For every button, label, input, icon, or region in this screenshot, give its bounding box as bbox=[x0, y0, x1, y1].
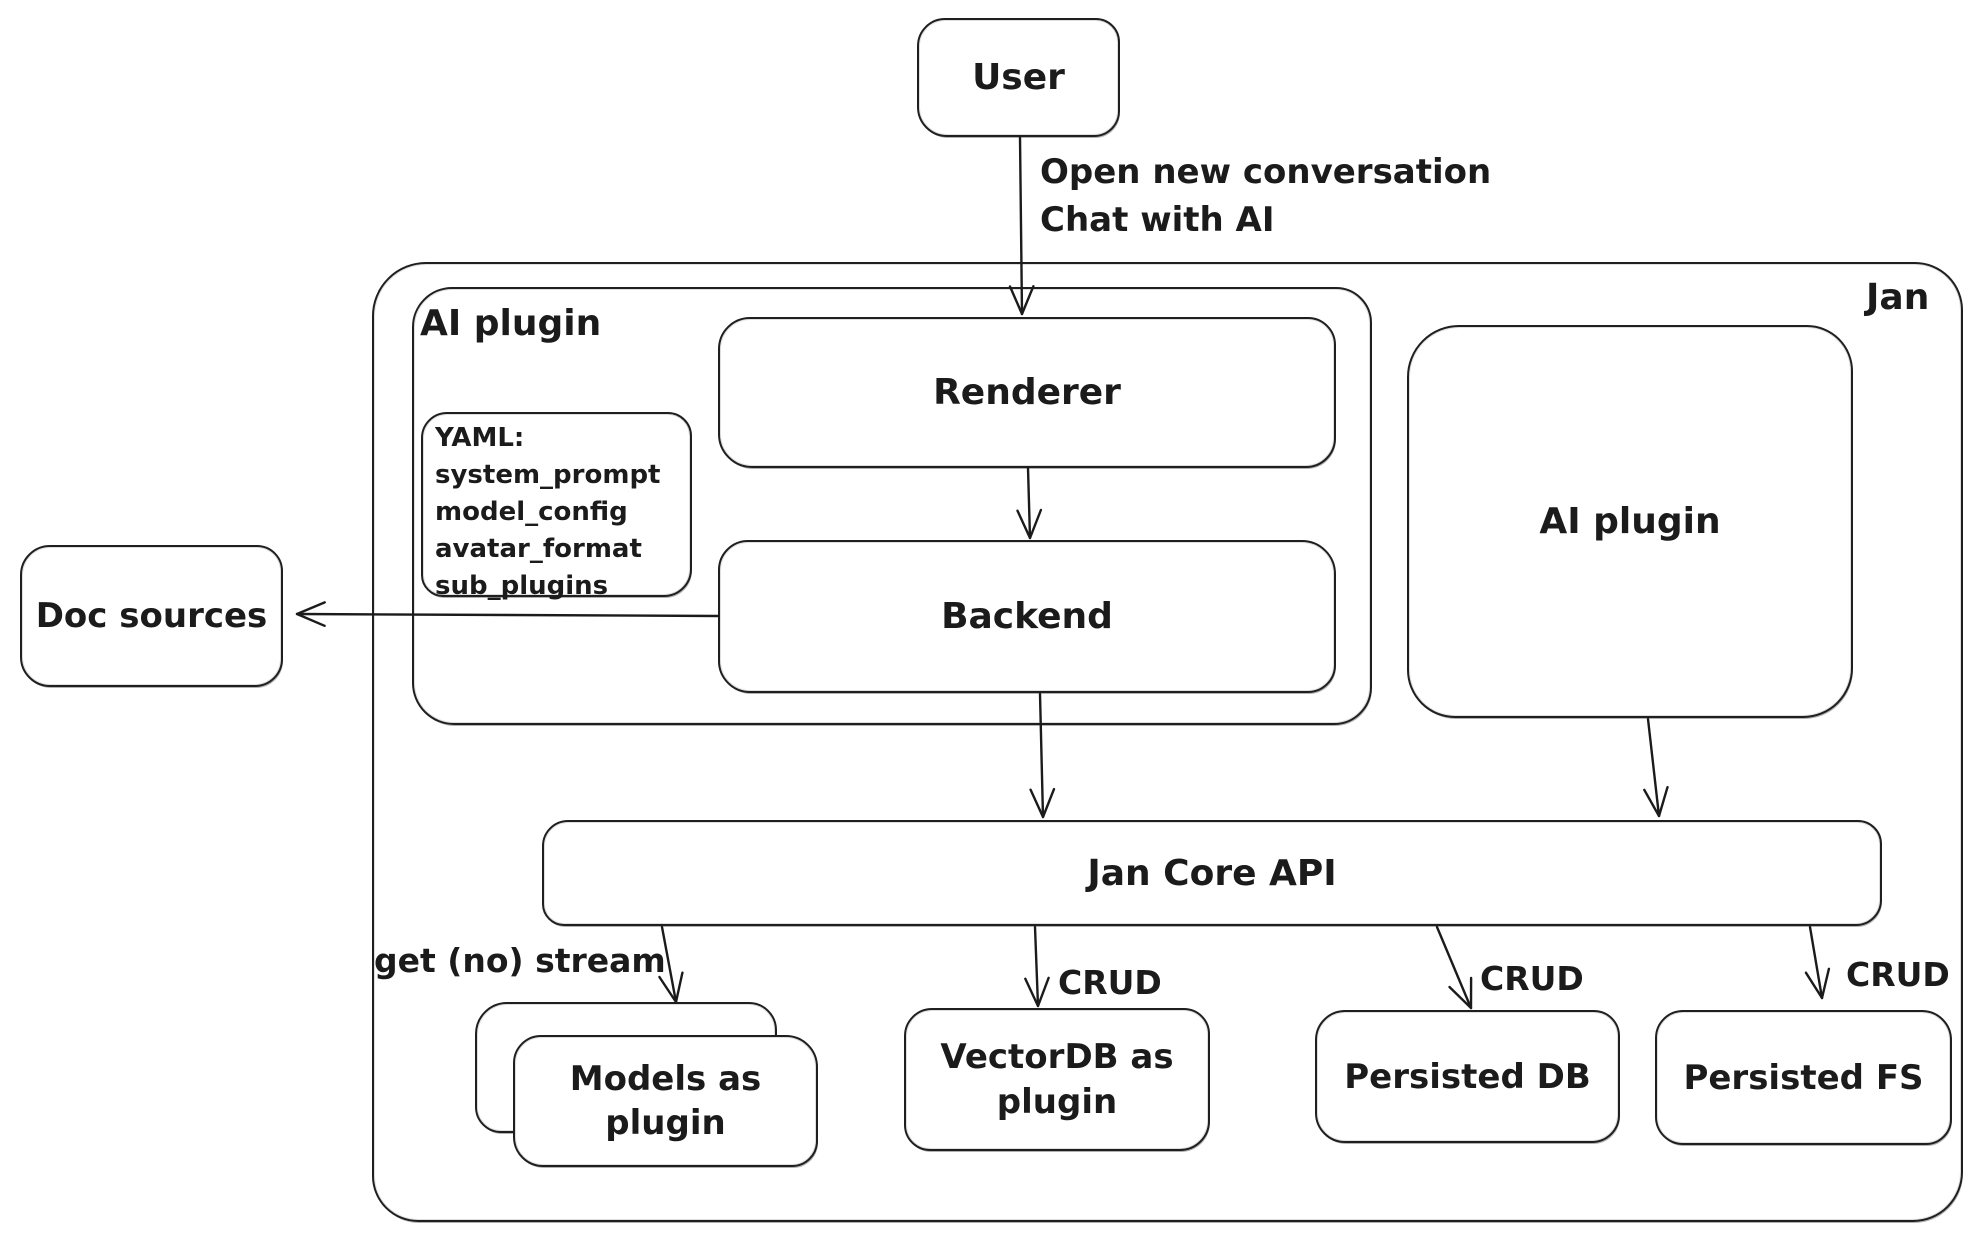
doc-sources-node: Doc sources bbox=[20, 545, 283, 687]
edge-label-crud-persisted-fs: CRUD bbox=[1846, 955, 1950, 994]
yaml-line: system_prompt bbox=[435, 460, 661, 490]
edge-label-get-no-stream: get (no) stream bbox=[374, 941, 666, 980]
yaml-line: model_config bbox=[435, 497, 628, 527]
ai-plugin-group-label: AI plugin bbox=[420, 303, 602, 344]
yaml-line: avatar_format bbox=[435, 534, 642, 564]
renderer-node: Renderer bbox=[718, 317, 1336, 468]
edge-label-crud-vectordb: CRUD bbox=[1058, 963, 1162, 1002]
yaml-line: YAML: bbox=[435, 423, 525, 453]
user-node: User bbox=[917, 18, 1120, 137]
backend-node: Backend bbox=[718, 540, 1336, 693]
ai-plugin-node: AI plugin bbox=[1407, 325, 1853, 718]
edge-label-crud-persisted-db: CRUD bbox=[1480, 959, 1584, 998]
jan-container bbox=[372, 262, 1963, 1222]
yaml-note-text: YAML: system_prompt model_config avatar_… bbox=[435, 420, 660, 605]
vectordb-as-plugin-node: VectorDB as plugin bbox=[904, 1008, 1210, 1151]
jan-core-api-node: Jan Core API bbox=[542, 820, 1882, 926]
persisted-fs-node: Persisted FS bbox=[1655, 1010, 1952, 1145]
ai-plugin-group-container bbox=[412, 287, 1372, 725]
jan-container-label: Jan bbox=[1866, 277, 1930, 318]
yaml-line: sub_plugins bbox=[435, 571, 609, 601]
persisted-db-node: Persisted DB bbox=[1315, 1010, 1620, 1143]
models-as-plugin-node: Models as plugin bbox=[513, 1035, 818, 1167]
edge-label-open-conversation: Open new conversation Chat with AI bbox=[1040, 152, 1492, 241]
yaml-note bbox=[421, 412, 692, 597]
